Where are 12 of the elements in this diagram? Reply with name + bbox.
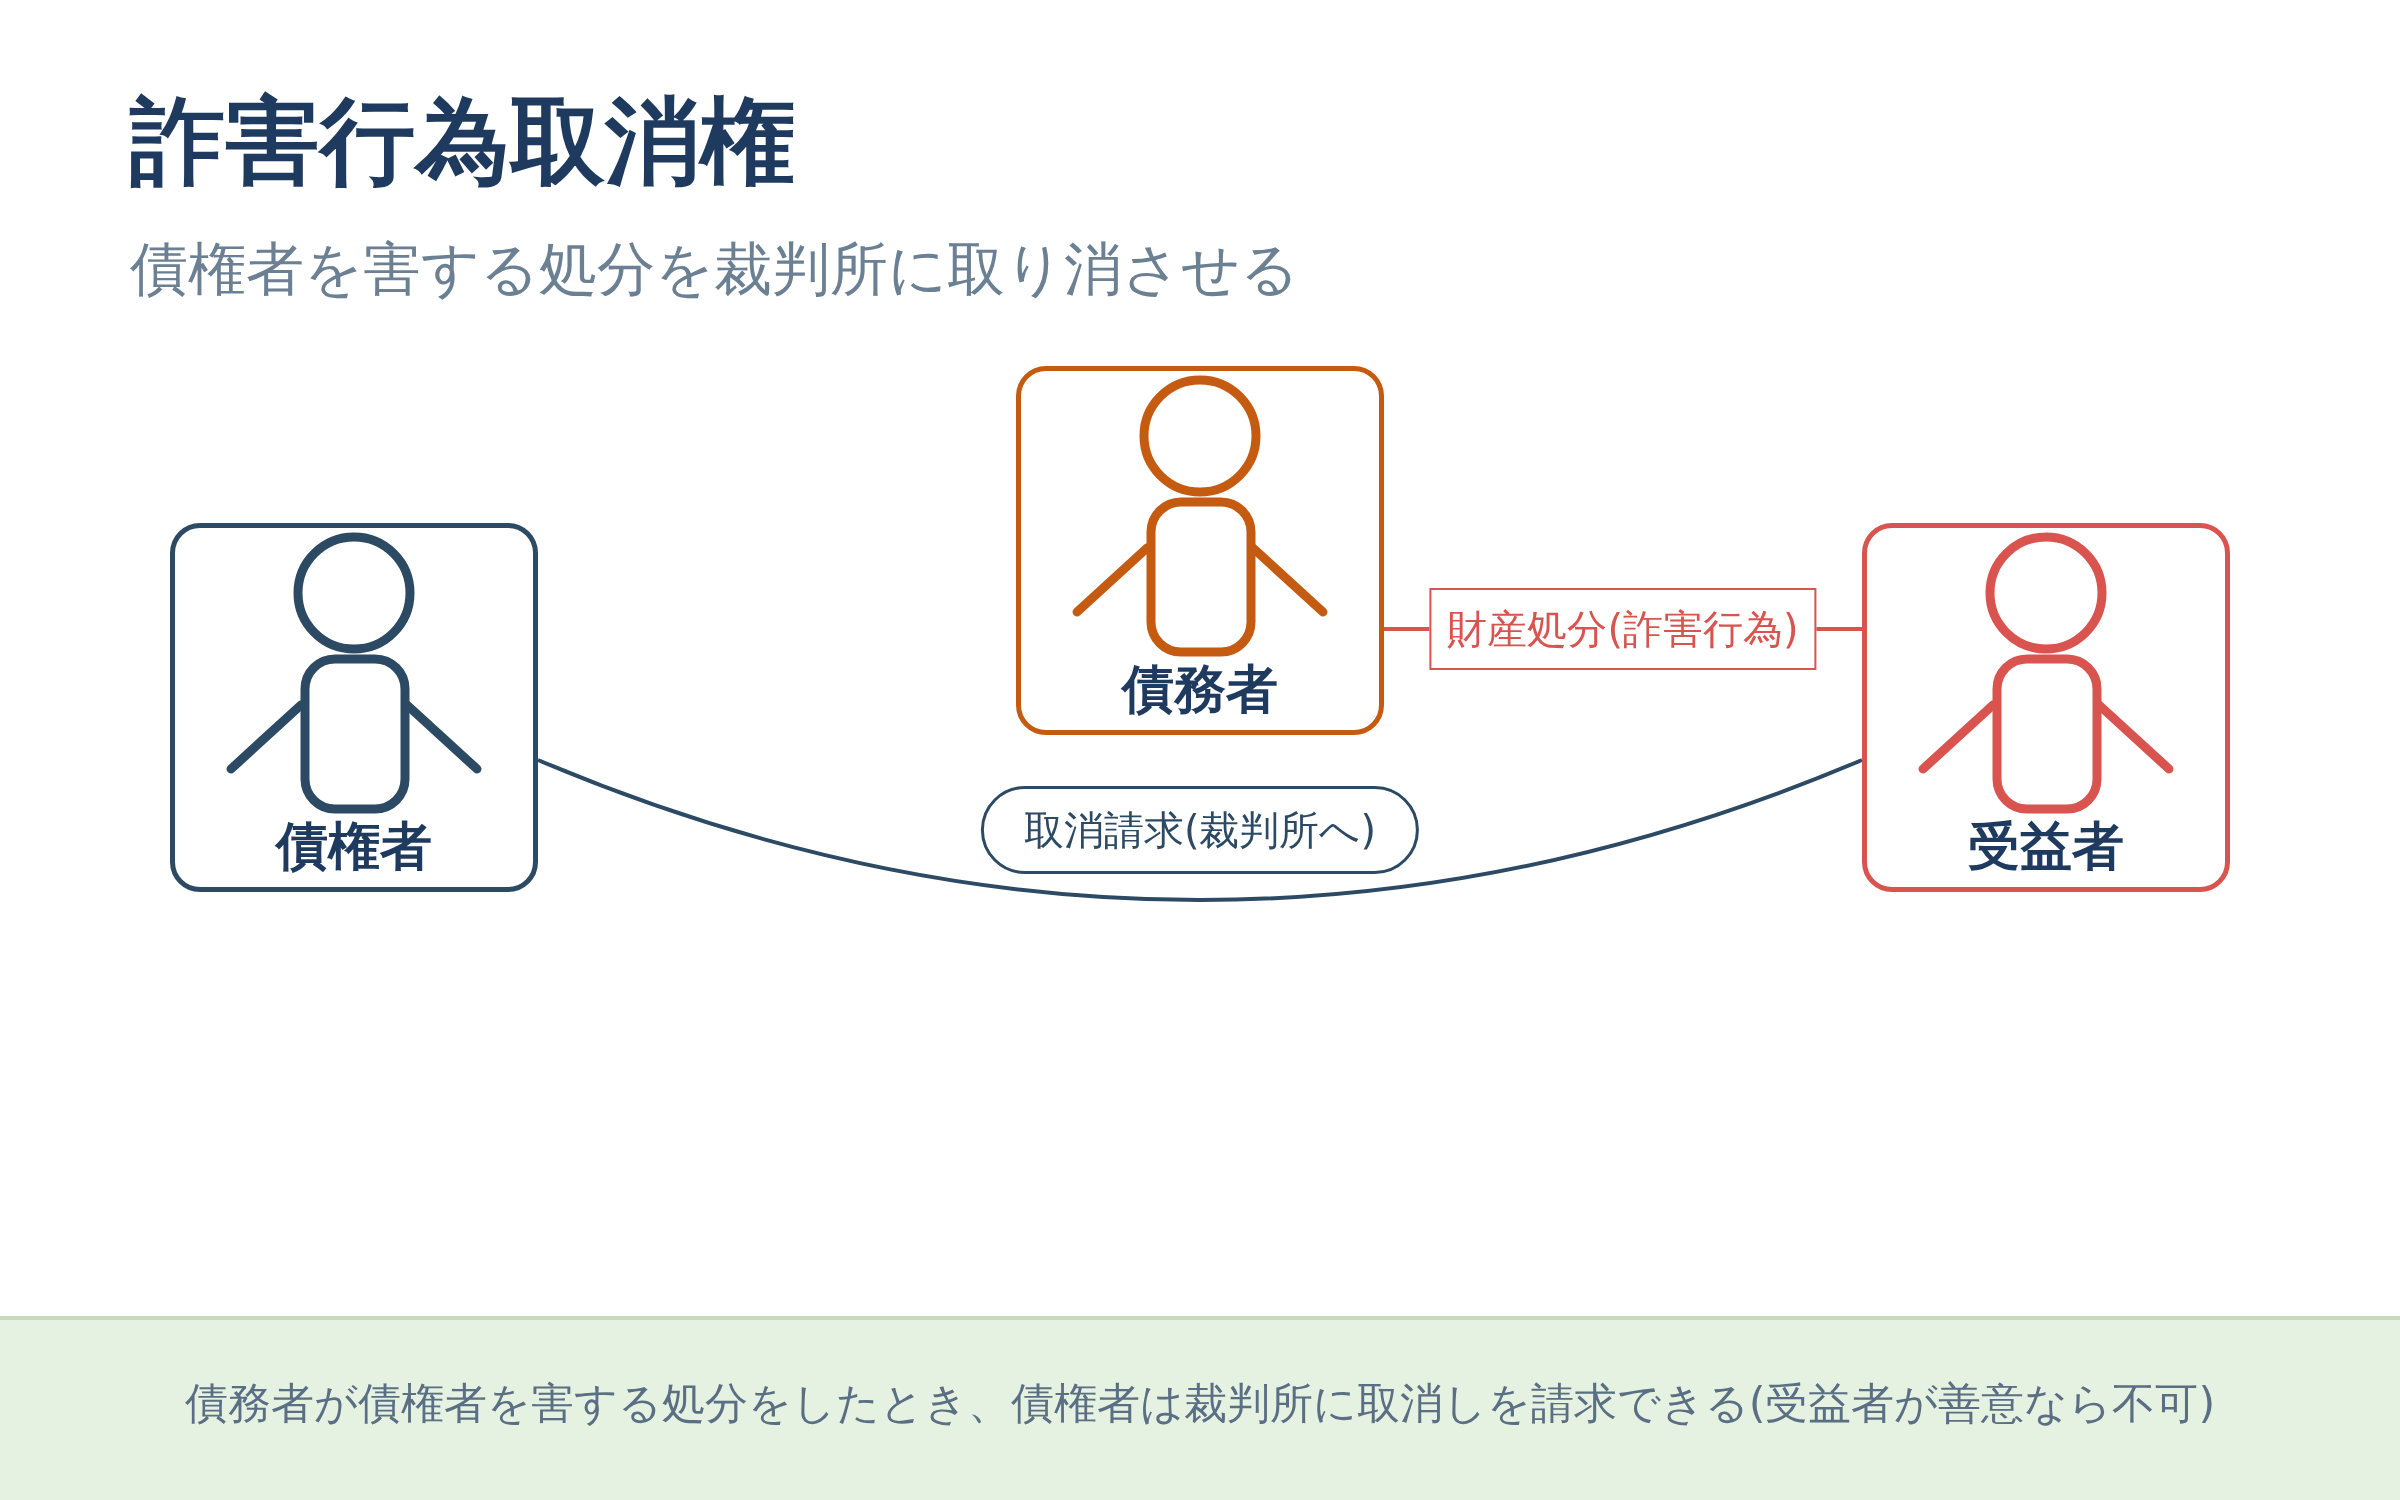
subtitle: 債権者を害する処分を裁判所に取り消させる	[130, 236, 1299, 303]
node-label: 債務者	[1122, 661, 1278, 719]
connector	[537, 758, 1863, 902]
caption: 債務者が債権者を害する処分をしたとき、債権者は裁判所に取消しを請求できる(受益者が善意なら不可)	[184, 1378, 2216, 1430]
edge-label: 取消請求(裁判所へ)	[980, 786, 1420, 874]
node-label: 受益者	[1968, 818, 2124, 876]
node-label: 債権者	[276, 818, 432, 876]
person-card	[1016, 366, 1384, 735]
title: 詐害行為取消権	[130, 92, 795, 192]
edge-label: 財産処分(詐害行為)	[1429, 588, 1817, 670]
person-card	[1862, 523, 2230, 892]
person-card	[170, 523, 538, 892]
